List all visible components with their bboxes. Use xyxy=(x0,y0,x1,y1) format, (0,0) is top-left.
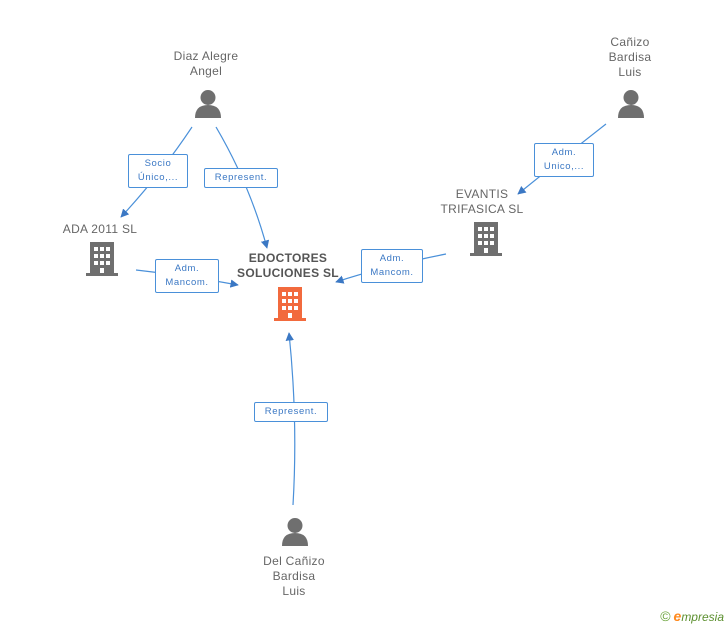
node-label-line: Luis xyxy=(282,584,306,598)
node-label-del-canizo-bardisa-luis[interactable]: Del Cañizo Bardisa Luis xyxy=(246,554,342,599)
copyright-footer: ©empresia xyxy=(660,608,724,624)
node-label-line: Bardisa xyxy=(272,569,316,583)
node-label-canizo-bardisa-luis[interactable]: Cañizo Bardisa Luis xyxy=(590,35,670,80)
node-label-edoctores-soluciones[interactable]: EDOCTORES SOLUCIONES SL xyxy=(228,251,348,281)
edge-label-adm-unico[interactable]: Adm. Unico,... xyxy=(534,143,594,177)
edge-label-line: Adm. xyxy=(379,253,405,264)
node-label-line: EVANTIS xyxy=(455,187,509,201)
copyright-icon: © xyxy=(660,608,671,624)
brand-logo-text: mpresia xyxy=(681,610,724,624)
node-label-line: TRIFASICA SL xyxy=(440,202,524,216)
node-label-ada-2011[interactable]: ADA 2011 SL xyxy=(52,222,148,237)
node-label-evantis-trifasica[interactable]: EVANTIS TRIFASICA SL xyxy=(432,187,532,217)
edge-label-line: Socio xyxy=(144,158,172,169)
node-label-line: ADA 2011 SL xyxy=(62,222,138,236)
node-label-line: Bardisa xyxy=(608,50,652,64)
node-label-line: Del Cañizo xyxy=(263,554,325,568)
edge-label-adm-mancom-ada[interactable]: Adm. Mancom. xyxy=(155,259,219,293)
node-label-line: Diaz Alegre xyxy=(173,49,239,63)
node-label-line: Luis xyxy=(618,65,642,79)
node-label-line: SOLUCIONES SL xyxy=(237,266,339,280)
building-icon xyxy=(470,222,502,256)
node-label-diaz-alegre[interactable]: Diaz Alegre Angel xyxy=(158,49,254,79)
edge-label-line: Mancom. xyxy=(165,277,209,288)
person-icon xyxy=(618,90,644,118)
edge-label-represent-diaz[interactable]: Represent. xyxy=(204,168,278,188)
node-label-line: EDOCTORES xyxy=(248,251,328,265)
edge-label-line: Único,... xyxy=(137,172,179,183)
brand-logo-initial: e xyxy=(673,608,682,624)
center-building-icon xyxy=(274,287,306,321)
edge-label-line: Mancom. xyxy=(370,267,414,278)
node-label-line: Angel xyxy=(189,64,223,78)
person-icon xyxy=(282,518,308,546)
edge-label-line: Represent. xyxy=(264,406,318,417)
node-label-line: Cañizo xyxy=(610,35,650,49)
edge-label-line: Represent. xyxy=(214,172,268,183)
edge-label-represent-delcanizo[interactable]: Represent. xyxy=(254,402,328,422)
edge-label-adm-mancom-evantis[interactable]: Adm. Mancom. xyxy=(361,249,423,283)
edge-label-line: Adm. xyxy=(551,147,577,158)
edge-label-line: Unico,... xyxy=(543,161,585,172)
building-icon xyxy=(86,242,118,276)
edge-label-socio-unico[interactable]: Socio Único,... xyxy=(128,154,188,188)
person-icon xyxy=(195,90,221,118)
edge-label-line: Adm. xyxy=(174,263,200,274)
